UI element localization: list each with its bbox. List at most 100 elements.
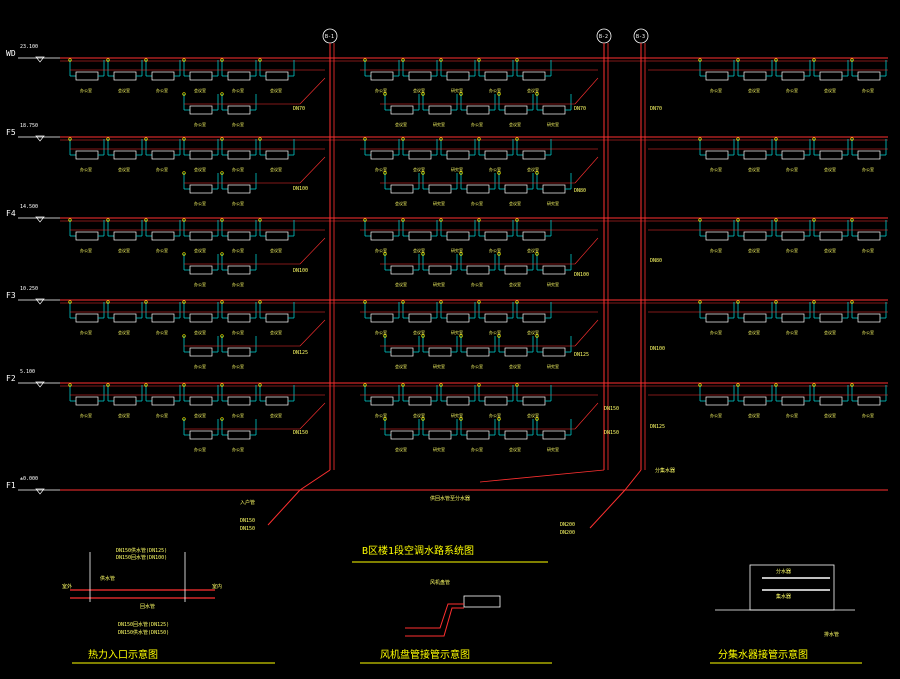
room-label: 办公室 — [862, 412, 874, 418]
level-mark — [35, 216, 45, 223]
fan-coil-title: 风机盘管接管示意图 — [380, 648, 470, 661]
level-elevation-f3: 10.250 — [20, 286, 38, 292]
valve-icon — [363, 383, 367, 387]
fan-coil-unit — [220, 58, 257, 81]
valve-icon — [182, 383, 186, 387]
valve-icon — [497, 334, 501, 338]
room-label: 办公室 — [489, 412, 501, 418]
valve-icon — [421, 252, 425, 256]
valve-icon — [736, 58, 740, 62]
valve-icon — [383, 334, 387, 338]
valve-icon — [106, 218, 110, 222]
fan-coil-unit — [459, 334, 496, 357]
valve-icon — [774, 137, 778, 141]
fan-coil-unit — [363, 383, 400, 406]
manifold-detail: 分水器 集水器 排水管 — [715, 564, 855, 638]
valve-icon — [698, 383, 702, 387]
level-name-f3: F3 — [6, 291, 16, 300]
fan-coil-unit — [258, 218, 295, 241]
room-label: 会议室 — [413, 247, 425, 253]
fan-coil-unit — [421, 417, 458, 440]
fan-coil-unit — [477, 300, 514, 323]
room-label: 研究室 — [451, 166, 463, 172]
valve-icon — [439, 58, 443, 62]
valve-icon — [497, 92, 501, 96]
valve-icon — [459, 334, 463, 338]
fan-coil-unit — [459, 252, 496, 275]
entry-note-left-3: DN150 — [240, 526, 255, 532]
riser-label-b-2: B-2 — [599, 34, 608, 40]
floor-f4: 办公室会议室办公室会议室办公室会议室办公室办公室办公室会议室会议室研究室研究室办… — [68, 218, 888, 287]
room-label: 会议室 — [824, 247, 836, 253]
fan-coil-unit — [106, 137, 143, 160]
valve-icon — [812, 300, 816, 304]
manifold-title: 分集水器接管示意图 — [718, 648, 808, 661]
valve-icon — [220, 300, 224, 304]
valve-icon — [497, 417, 501, 421]
fan-coil-unit — [401, 383, 438, 406]
valve-icon — [363, 137, 367, 141]
valve-icon — [850, 218, 854, 222]
fan-coil-unit — [698, 383, 735, 406]
valve-icon — [850, 300, 854, 304]
branch-riser — [574, 402, 599, 430]
manifold-note-supply: 分水器 — [776, 568, 791, 575]
fan-coil-unit — [535, 417, 572, 440]
room-label: 办公室 — [471, 446, 483, 452]
valve-icon — [736, 383, 740, 387]
fan-coil-unit — [363, 58, 400, 81]
valve-icon — [850, 383, 854, 387]
valve-icon — [477, 383, 481, 387]
level-elevation-f5: 18.750 — [20, 123, 38, 129]
fan-coil-unit — [144, 137, 181, 160]
room-label: 会议室 — [527, 329, 539, 335]
valve-icon — [182, 92, 186, 96]
pipe-size-left: DN125 — [293, 350, 308, 356]
room-label: 会议室 — [395, 363, 407, 369]
pipe-size-mid: DN125 — [574, 352, 589, 358]
valve-icon — [812, 383, 816, 387]
branch-riser — [299, 319, 326, 347]
fan-coil-unit — [182, 417, 219, 440]
valve-icon — [106, 383, 110, 387]
room-label: 会议室 — [118, 87, 130, 93]
entry-pipe-right — [624, 469, 642, 491]
fan-coil-unit — [459, 92, 496, 115]
fan-coil-unit — [535, 252, 572, 275]
riser-label-b-1: B-1 — [325, 34, 334, 40]
entry-note-mid-2: DN200 — [560, 522, 575, 528]
room-label: 办公室 — [786, 412, 798, 418]
valve-icon — [535, 334, 539, 338]
entry-pipe-mid — [479, 469, 605, 483]
level-name-f1: F1 — [6, 481, 16, 490]
fan-coil-unit — [774, 300, 811, 323]
room-label: 研究室 — [547, 281, 559, 287]
floor-plans: 办公室会议室办公室会议室办公室会议室办公室办公室办公室会议室会议室研究室研究室办… — [60, 57, 888, 529]
valve-icon — [477, 58, 481, 62]
room-label: 办公室 — [80, 329, 92, 335]
fan-coil-unit — [383, 417, 420, 440]
room-label: 办公室 — [489, 247, 501, 253]
entry-note-right-1: 分集水器 — [655, 467, 675, 474]
riser-label-b-3: B-3 — [636, 34, 645, 40]
fan-coil-unit — [106, 218, 143, 241]
fan-coil-unit — [401, 300, 438, 323]
fan-coil-unit — [736, 58, 773, 81]
room-label: 办公室 — [375, 87, 387, 93]
fan-coil-unit — [698, 58, 735, 81]
room-label: 会议室 — [413, 412, 425, 418]
entry-note-left-2: DN150 — [240, 518, 255, 524]
valve-icon — [383, 417, 387, 421]
room-label: 研究室 — [451, 412, 463, 418]
room-label: 会议室 — [118, 166, 130, 172]
valve-icon — [459, 252, 463, 256]
fan-coil-unit — [220, 137, 257, 160]
room-label: 办公室 — [194, 200, 206, 206]
pipe-size-right: DN100 — [650, 346, 665, 352]
room-label: 会议室 — [118, 247, 130, 253]
valve-icon — [774, 300, 778, 304]
valve-icon — [459, 92, 463, 96]
valve-icon — [401, 137, 405, 141]
